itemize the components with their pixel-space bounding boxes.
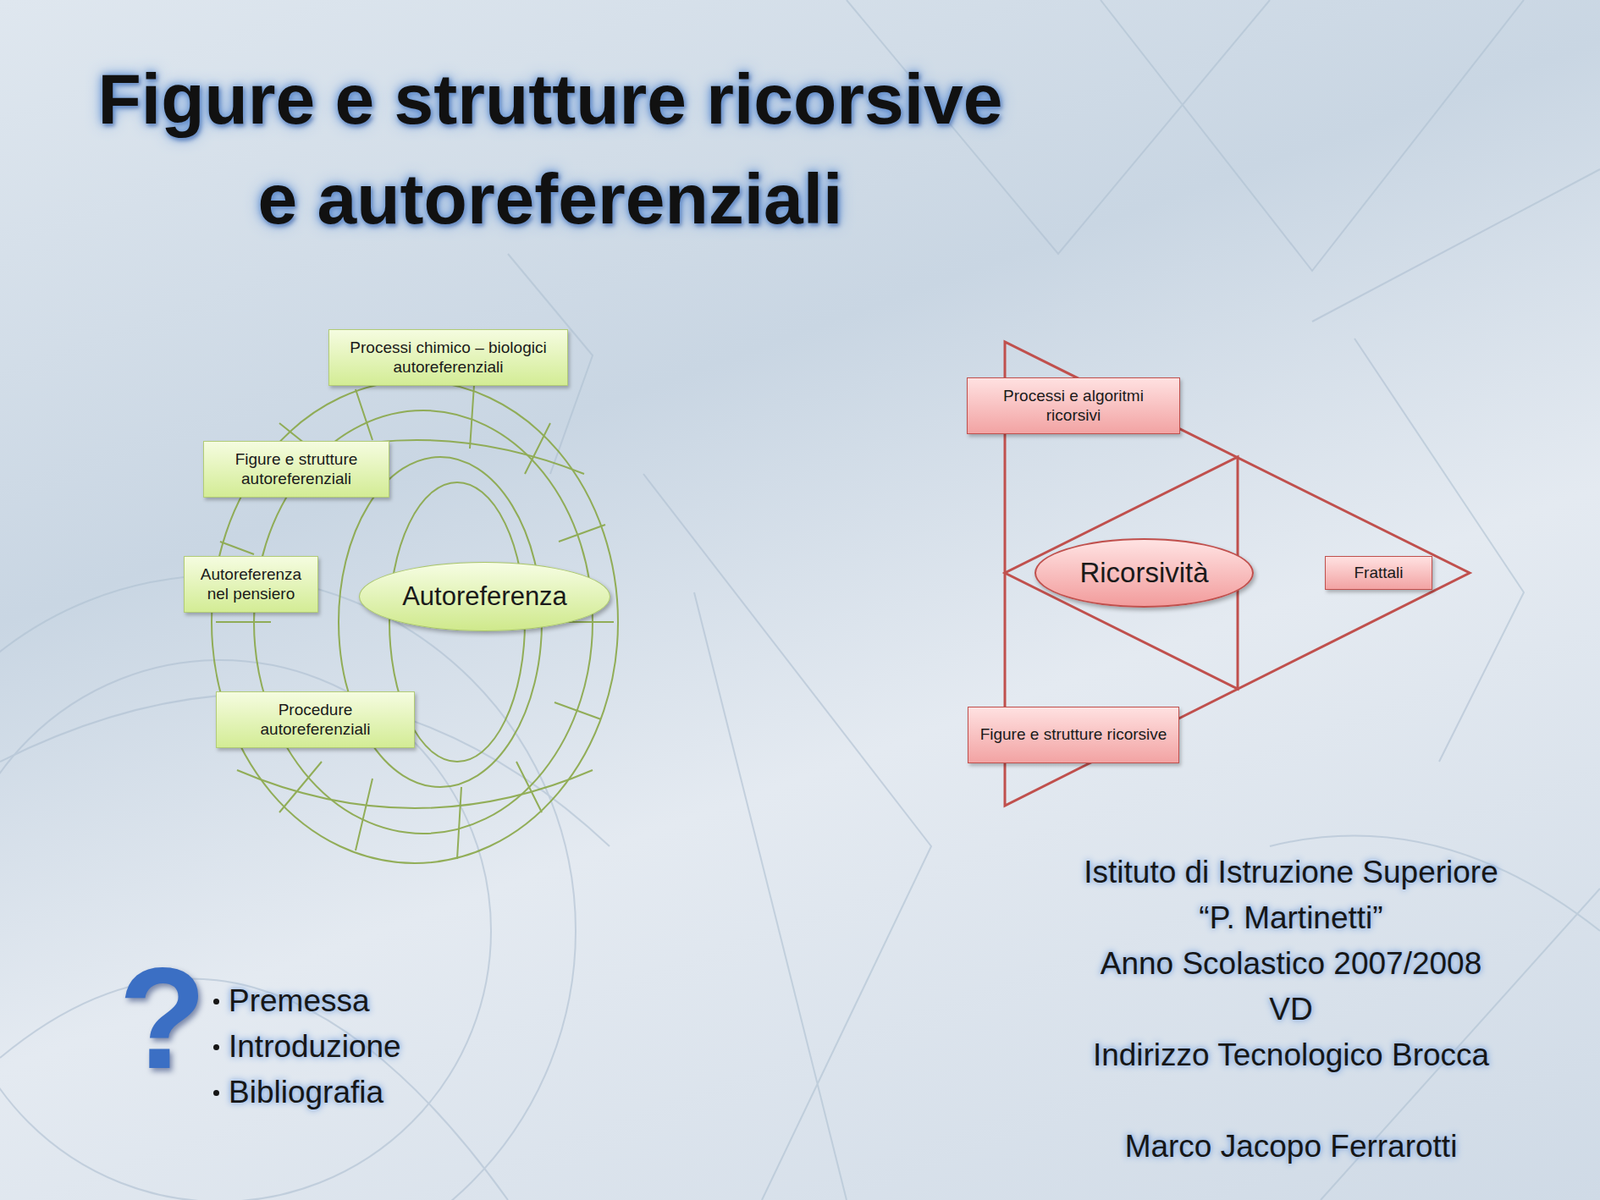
school-info: Anno Scolastico 2007/2008 — [910, 946, 1600, 983]
question-mark: ? — [118, 935, 207, 1102]
school-info: Indirizzo Tecnologico Brocca — [910, 1037, 1600, 1074]
central-ellipse: Autoreferenza — [358, 562, 611, 632]
school-info: VD — [910, 992, 1600, 1028]
node-label: Procedure autoreferenziali — [225, 700, 406, 740]
node-label: Figure e strutture ricorsive — [980, 725, 1168, 745]
menu-link: Introduzione — [211, 1029, 402, 1065]
node-label: Processi chimico – biologici autoreferen… — [337, 338, 559, 378]
topic-box: Autoreferenza nel pensiero — [183, 556, 319, 613]
topic-box: Figure e strutture ricorsive — [967, 706, 1180, 764]
central-ellipse: Ricorsività — [1034, 538, 1254, 608]
topic-box: Figure e strutture autoreferenziali — [203, 441, 390, 498]
node-label: Frattali — [1353, 563, 1403, 584]
node-label: Autoreferenza — [402, 581, 568, 613]
node-label: Autoreferenza nel pensiero — [193, 565, 309, 605]
node-label: Figure e strutture autoreferenziali — [212, 450, 381, 490]
node-label: Processi e algoritmi ricorsivi — [976, 386, 1171, 426]
topic-box: Processi chimico – biologici autoreferen… — [328, 329, 569, 387]
school-info: “P. Martinetti” — [910, 900, 1600, 937]
menu-link: Premessa — [211, 983, 370, 1020]
menu-link: Bibliografia — [211, 1075, 384, 1111]
topic-box: Frattali — [1324, 556, 1433, 591]
topic-box: Procedure autoreferenziali — [215, 691, 415, 749]
node-label: Ricorsività — [1079, 557, 1209, 590]
school-info: Istituto di Istruzione Superiore — [910, 855, 1600, 891]
slide-title: Figure e strutture ricorsive e autorefer… — [84, 49, 1016, 249]
author-name: Marco Jacopo Ferrarotti — [910, 1129, 1600, 1165]
topic-box: Processi e algoritmi ricorsivi — [966, 377, 1181, 435]
